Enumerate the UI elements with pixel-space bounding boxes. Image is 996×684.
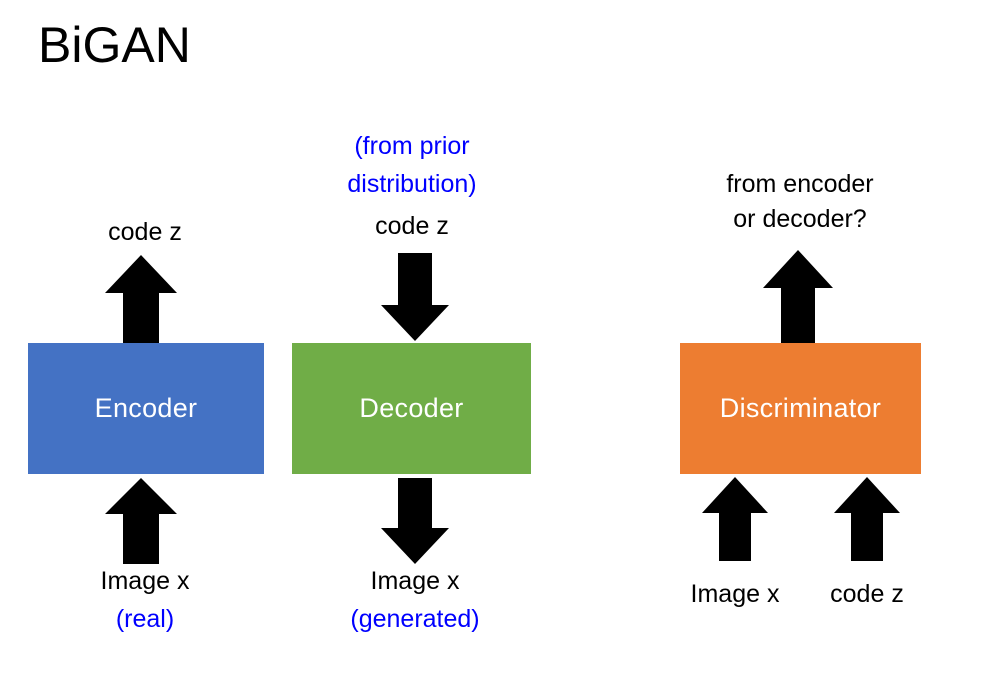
- encoder-output-label: code z: [45, 216, 245, 249]
- decoder-input-note-line1: (from prior: [312, 130, 512, 163]
- discriminator-output-line2-text: or decoder?: [733, 205, 867, 233]
- decoder-output-note-text: (generated): [350, 605, 480, 633]
- decoder-box-label: Decoder: [359, 393, 464, 423]
- encoder-box-label: Encoder: [94, 393, 198, 423]
- decoder-input-label: code z: [312, 210, 512, 243]
- page-title: BiGAN: [38, 17, 191, 73]
- discriminator-input-left-label-text: Image x: [690, 580, 780, 608]
- discriminator-input-left-label: Image x: [645, 578, 825, 611]
- encoder-input-label: Image x: [45, 565, 245, 598]
- decoder-input-arrow-down: [381, 253, 449, 341]
- decoder-output-label: Image x: [315, 565, 515, 598]
- encoder-box: Encoder: [28, 343, 264, 474]
- decoder-input-note-line1-text: (from prior: [354, 132, 470, 160]
- discriminator-box: Discriminator: [680, 343, 921, 474]
- encoder-output-arrow-up: [105, 255, 177, 347]
- decoder-output-label-text: Image x: [370, 567, 460, 595]
- decoder-input-label-text: code z: [375, 212, 449, 240]
- encoder-input-arrow-up: [105, 478, 177, 564]
- decoder-input-note-line2: distribution): [312, 168, 512, 201]
- decoder-output-note: (generated): [315, 603, 515, 636]
- decoder-output-arrow-down: [381, 478, 449, 564]
- discriminator-output-arrow-up: [763, 250, 833, 344]
- encoder-input-note: (real): [45, 603, 245, 636]
- encoder-input-label-text: Image x: [100, 567, 190, 595]
- discriminator-output-line1: from encoder: [700, 168, 900, 201]
- encoder-output-label-text: code z: [108, 218, 182, 246]
- decoder-box: Decoder: [292, 343, 531, 474]
- discriminator-input-right-label-text: code z: [830, 580, 904, 608]
- discriminator-output-line2: or decoder?: [700, 203, 900, 236]
- discriminator-input-arrow-left: [702, 477, 768, 561]
- decoder-input-note-line2-text: distribution): [347, 170, 477, 198]
- discriminator-input-right-label: code z: [777, 578, 957, 611]
- discriminator-box-label: Discriminator: [719, 393, 882, 423]
- encoder-input-note-text: (real): [115, 605, 175, 633]
- discriminator-output-line1-text: from encoder: [726, 170, 874, 198]
- discriminator-input-arrow-right: [834, 477, 900, 561]
